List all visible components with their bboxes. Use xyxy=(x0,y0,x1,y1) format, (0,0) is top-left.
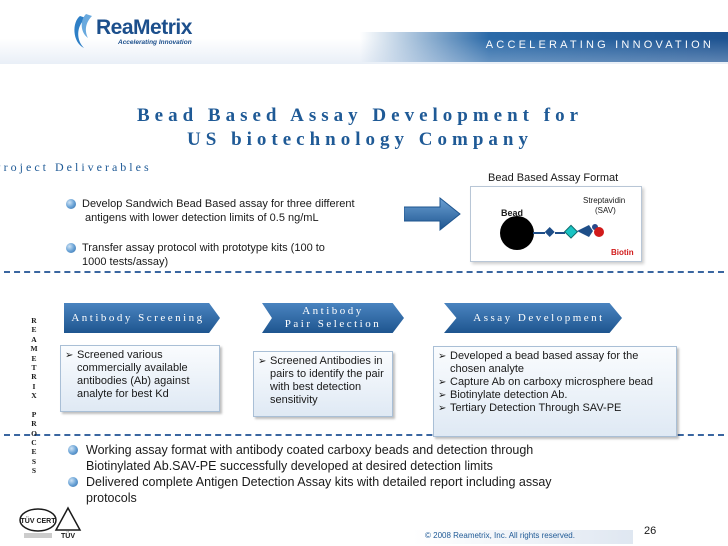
header-tagline: ACCELERATING INNOVATION xyxy=(485,39,714,51)
stage-assay-development: Assay Development xyxy=(444,303,622,333)
bead-format-diagram: Bead Streptavidin (SAV) Biotin xyxy=(470,186,642,262)
pair-selection-box: Screened Antibodies in pairs to identify… xyxy=(253,351,393,417)
bullet-icon xyxy=(66,243,76,253)
logo-text: ReaMetrix xyxy=(96,16,192,39)
list-item: Developed a bead based assay for the cho… xyxy=(438,350,672,376)
deliverables-label: Project Deliverables xyxy=(0,160,210,175)
stage-antibody-pair-selection: Antibody Pair Selection xyxy=(262,303,404,333)
header-band: ACCELERATING INNOVATION xyxy=(360,32,728,62)
right-arrow-icon xyxy=(404,196,461,232)
title-line-1: Bead Based Assay Development for xyxy=(136,105,584,126)
tuv-certification-logo: TÜV CERT TÜV xyxy=(19,506,82,540)
list-item: Screened various commercially available … xyxy=(65,349,215,401)
header: ACCELERATING INNOVATION ReaMetrix Accele… xyxy=(0,0,728,64)
deliverable-item: Develop Sandwich Bead Based assay for th… xyxy=(66,197,355,225)
bullet-icon xyxy=(66,199,76,209)
list-item: Capture Ab on carboxy microsphere bead xyxy=(438,376,672,389)
footer-band xyxy=(413,530,633,544)
bead-text: Bead xyxy=(501,208,523,218)
page-number: 26 xyxy=(644,525,657,537)
page-title: Bead Based Assay Development for US biot… xyxy=(60,104,660,152)
list-item: Biotinylate detection Ab. xyxy=(438,389,672,402)
sav-text: (SAV) xyxy=(595,206,616,215)
reametrix-process-vertical-label: R E A M E T R I X P R O C E S S xyxy=(30,316,38,476)
streptavidin-text: Streptavidin xyxy=(583,196,625,205)
list-item: Screened Antibodies in pairs to identify… xyxy=(258,355,388,407)
bead-format-label: Bead Based Assay Format xyxy=(488,172,619,184)
copyright-text: © 2008 Reametrix, Inc. All rights reserv… xyxy=(425,531,575,540)
list-item: Tertiary Detection Through SAV-PE xyxy=(438,402,672,415)
tuv-text: TÜV xyxy=(61,531,75,540)
bead-assay-illustration: Bead Streptavidin (SAV) Biotin xyxy=(500,196,634,257)
biotin-text: Biotin xyxy=(611,248,634,257)
title-line-2: US biotechnology Company xyxy=(187,129,533,150)
dashed-divider xyxy=(4,271,724,273)
bullet-icon xyxy=(68,445,78,455)
dashed-divider xyxy=(4,434,724,436)
summary-item: Delivered complete Antigen Detection Ass… xyxy=(68,474,648,506)
reametrix-logo: ReaMetrix Accelerating Innovation xyxy=(72,12,192,52)
tuv-cert-text: TÜV CERT xyxy=(21,516,57,525)
deliverable-item: Transfer assay protocol with prototype k… xyxy=(66,241,325,269)
antibody-screening-box: Screened various commercially available … xyxy=(60,345,220,412)
logo-swoosh-icon xyxy=(74,14,92,48)
assay-development-box: Developed a bead based assay for the cho… xyxy=(433,346,677,437)
summary-item: Working assay format with antibody coate… xyxy=(68,442,648,474)
bullet-icon xyxy=(68,477,78,487)
summary-list: Working assay format with antibody coate… xyxy=(68,442,648,506)
logo-subtitle: Accelerating Innovation xyxy=(118,39,192,46)
stage-antibody-screening: Antibody Screening xyxy=(64,303,220,333)
